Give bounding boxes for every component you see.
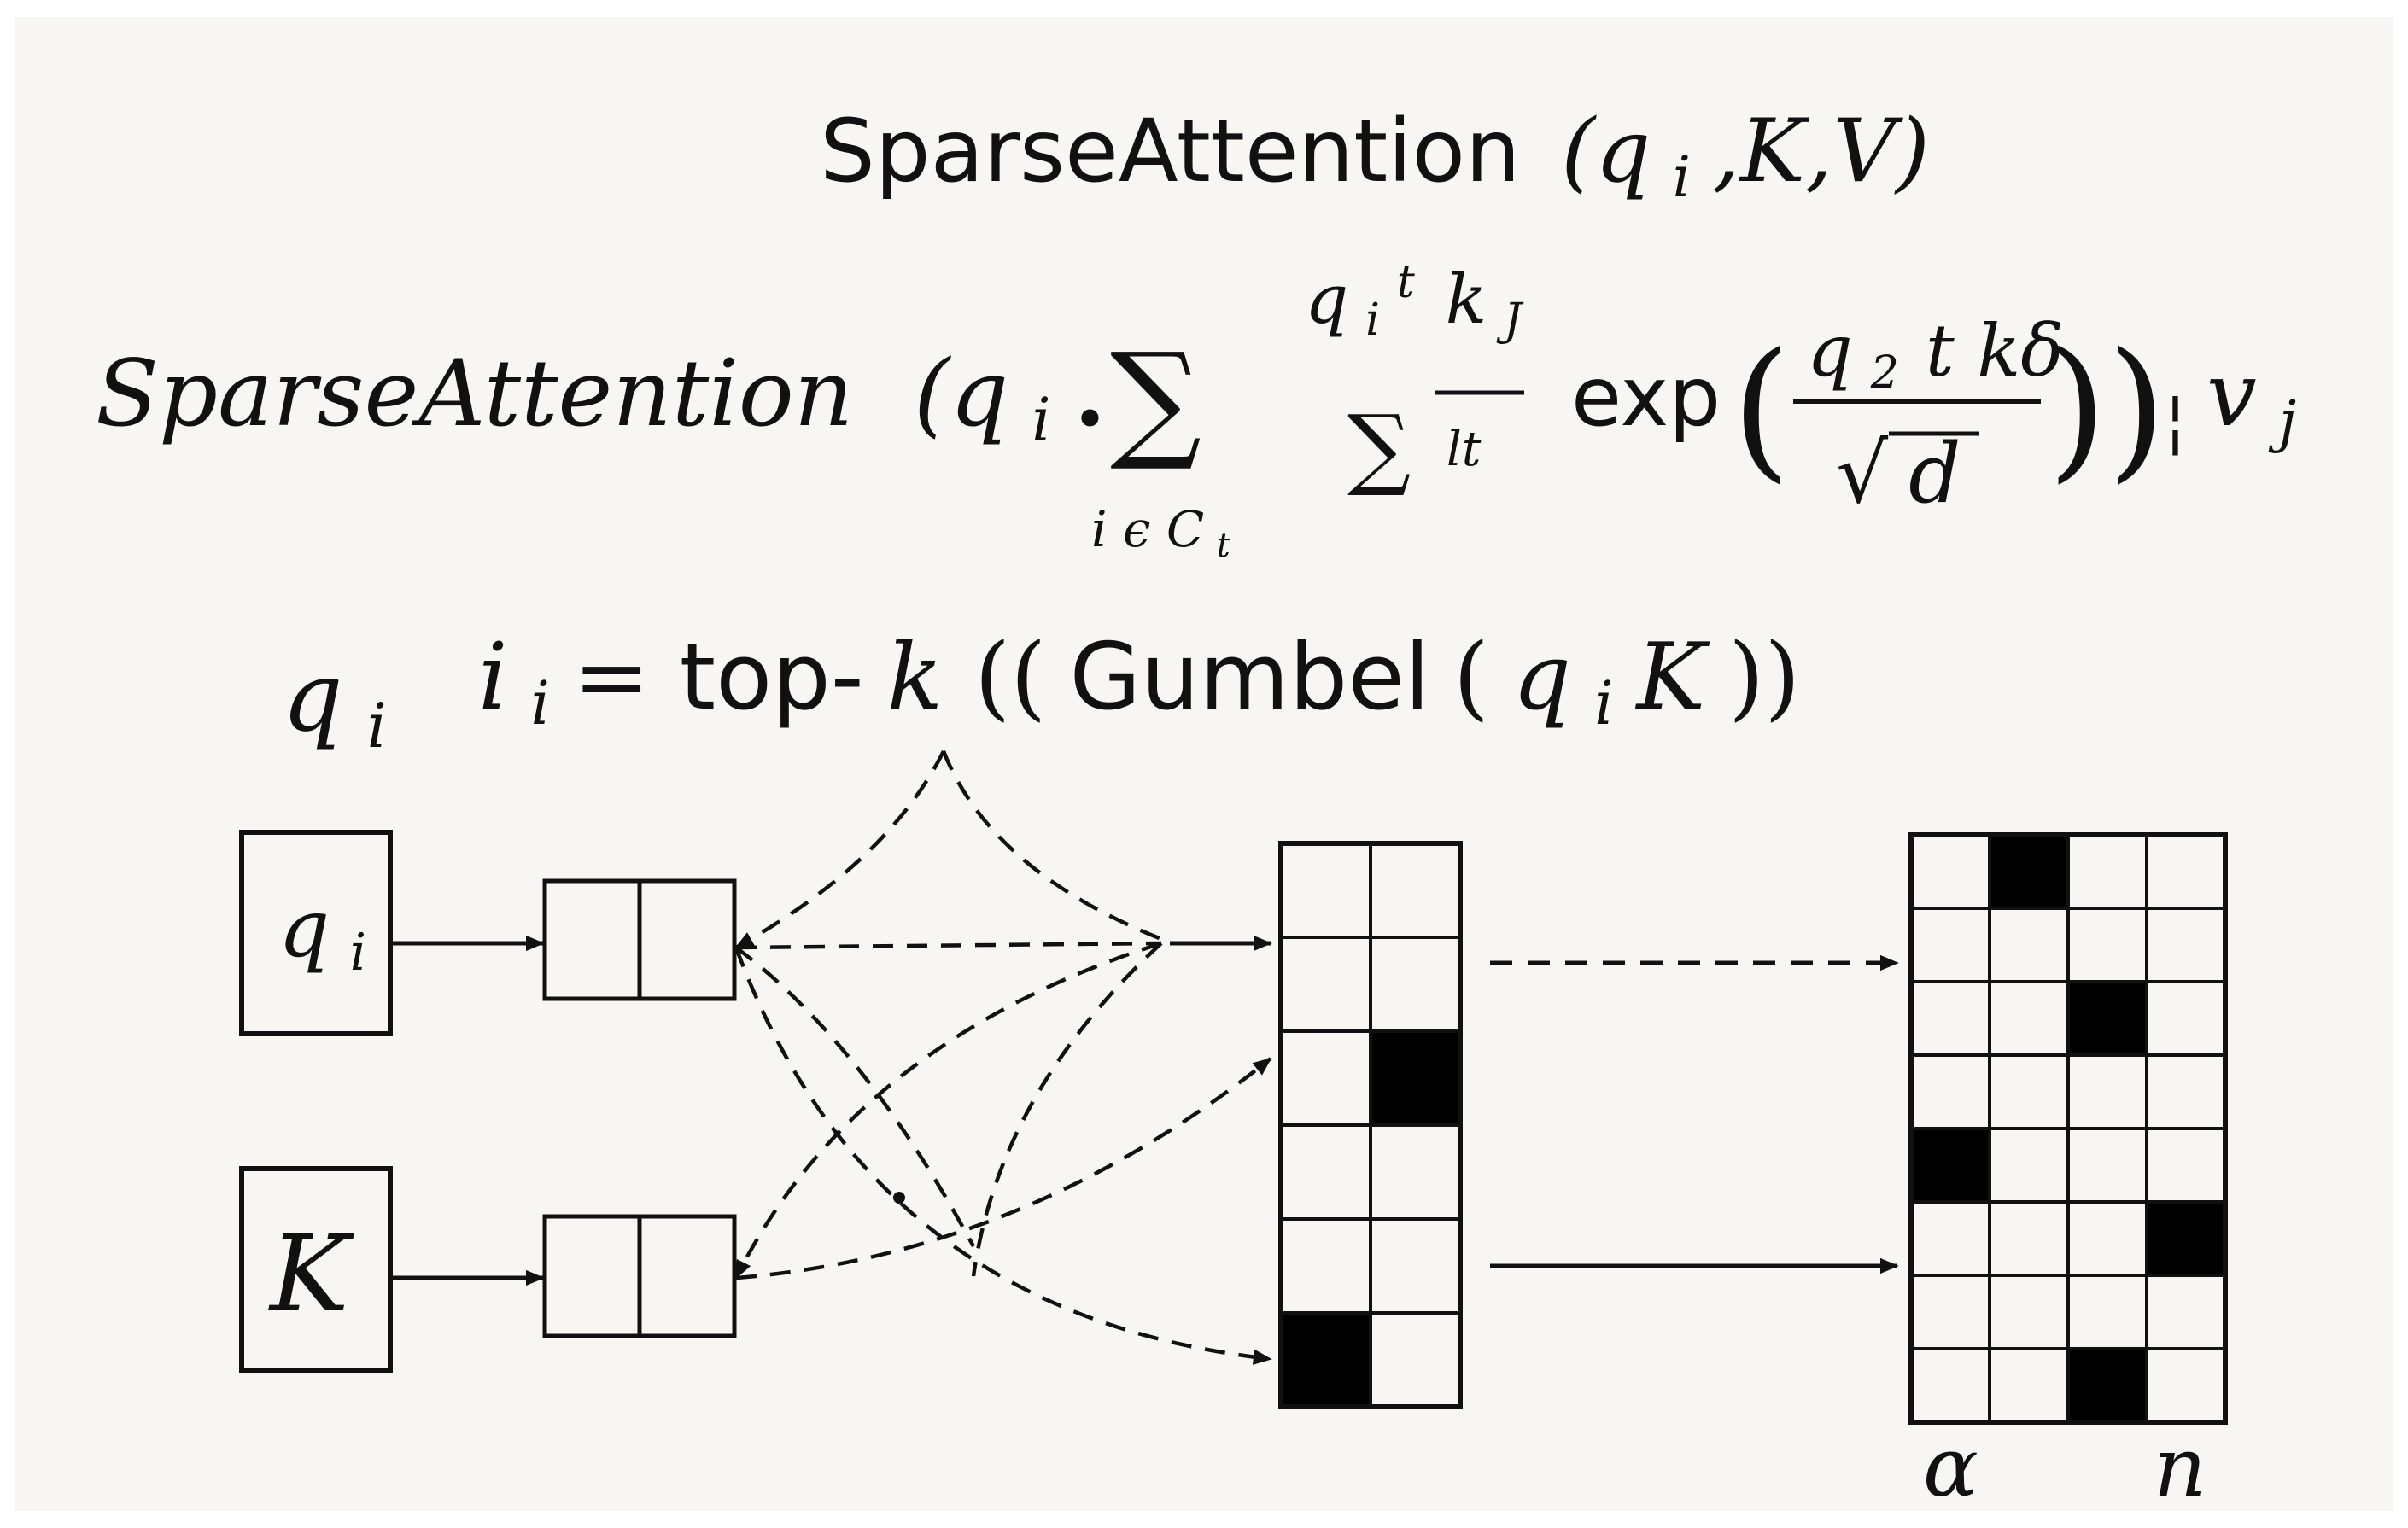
frac-num-sub: i bbox=[1365, 295, 1380, 346]
topk-lhs: i bbox=[478, 624, 508, 731]
qi-above-letter: q bbox=[282, 642, 343, 753]
right-grid-filled-cell bbox=[1909, 1127, 1991, 1204]
k-box-label: K bbox=[268, 1213, 354, 1336]
frac-num-sup: t bbox=[1397, 257, 1415, 308]
route-qi-vector-to-merge bbox=[735, 941, 1162, 950]
inner-num: q bbox=[1807, 309, 1853, 393]
qi-above-sub: i bbox=[367, 690, 387, 761]
formula-open-sub: i bbox=[1032, 385, 1050, 455]
inner-den-radical: √ bbox=[1836, 426, 1889, 522]
right-grid-filled-cell bbox=[1988, 833, 2070, 910]
route-topk-to-qi-vector bbox=[734, 749, 946, 949]
qi-box-label: q i bbox=[278, 883, 366, 983]
topk-k: k bbox=[887, 624, 943, 731]
k-input-box bbox=[239, 1166, 393, 1373]
frac-num-rest: k bbox=[1446, 260, 1487, 339]
qi-input-box bbox=[239, 830, 393, 1036]
background-panel bbox=[15, 17, 2393, 1511]
inner-numerator: q 2 t kδ bbox=[1807, 309, 2064, 404]
sum-symbol: ∑ bbox=[1110, 326, 1201, 475]
bottom-label-alpha: α bbox=[1923, 1420, 1978, 1515]
right-grid-filled-cell bbox=[2066, 980, 2148, 1057]
route-merge-to-k-vector bbox=[734, 941, 1162, 1280]
topk-gumbel: Gumbel bbox=[1069, 624, 1429, 731]
route-qi-vector-cross-down bbox=[734, 946, 975, 1248]
formula-dot: . bbox=[1074, 340, 1107, 447]
inner-den: d bbox=[1908, 426, 1961, 522]
inner-denominator: √ d bbox=[1836, 426, 1961, 522]
right-attention-grid bbox=[1908, 832, 2228, 1425]
formula-open: (q bbox=[914, 341, 1008, 447]
inner-num-sub: 2 bbox=[1870, 347, 1899, 399]
title-args-rest: ,K,V) bbox=[1712, 101, 1930, 202]
route-qi-vector-to-grid-bottom bbox=[734, 947, 1272, 1365]
fraction-numerator: q i t k J bbox=[1305, 237, 1524, 350]
topk-close: )) bbox=[1728, 624, 1800, 731]
bottom-label-n: n bbox=[2154, 1420, 2206, 1515]
middle-grid-frame bbox=[1278, 841, 1463, 1409]
middle-grid-filled-cell bbox=[1279, 1311, 1372, 1408]
title-name: SparseAttention bbox=[820, 101, 1521, 202]
topk-K: K bbox=[1634, 624, 1710, 731]
formula-v-sub: j bbox=[2268, 388, 2296, 454]
fraction-denominator-sum: ∑ bbox=[1347, 395, 1411, 499]
topk-q-sub: i bbox=[1594, 668, 1613, 738]
qi-label-above: q i bbox=[282, 642, 387, 761]
qi-vector bbox=[542, 878, 737, 1001]
dashed-routing bbox=[734, 749, 1272, 1365]
route-k-vector-to-grid-mid bbox=[735, 1057, 1272, 1280]
right-grid-filled-cell bbox=[2066, 1347, 2148, 1424]
sparse-attention-formula: SparseAttention (q i . ∑ i ϵ C t q i t k… bbox=[96, 237, 2296, 565]
sum-lower-sub: t bbox=[1217, 526, 1231, 565]
formula-v: v j bbox=[2206, 342, 2296, 454]
fraction-denominator-text: lt bbox=[1447, 422, 1482, 477]
exp-open-paren: ( bbox=[1732, 320, 1791, 497]
crossing-dot bbox=[893, 1192, 905, 1204]
topk-eq: = bbox=[573, 624, 680, 731]
exp-label: exp bbox=[1571, 349, 1721, 445]
formula-v-letter: v bbox=[2206, 342, 2257, 446]
formula-name: SparseAttention bbox=[96, 341, 853, 447]
qi-box-letter: q bbox=[278, 883, 330, 976]
middle-score-grid bbox=[1278, 841, 1463, 1409]
inner-num-rest: t kδ bbox=[1926, 309, 2064, 393]
topk-open: (( bbox=[974, 624, 1046, 731]
sum-lower: i ϵ C bbox=[1091, 500, 1204, 558]
right-grid-frame bbox=[1908, 832, 2228, 1425]
topk-paren-open: ( bbox=[1453, 624, 1489, 731]
topk-formula: i i = top- k (( Gumbel ( q i K )) bbox=[478, 624, 1800, 744]
formula-open-group: (q i . bbox=[914, 340, 1106, 461]
topk-fn: top- bbox=[680, 624, 864, 731]
title-args-sub: i bbox=[1673, 144, 1691, 210]
middle-grid-filled-cell bbox=[1369, 1029, 1462, 1127]
formula-tail-mark: ¦ bbox=[2164, 381, 2187, 460]
topk-lhs-sub: i bbox=[531, 668, 550, 738]
title-args: (q bbox=[1561, 101, 1651, 202]
right-grid-filled-cell bbox=[2145, 1200, 2227, 1277]
frac-num: q bbox=[1305, 260, 1348, 339]
sum-lower-group: i ϵ C t bbox=[1091, 500, 1231, 565]
topk-q: q bbox=[1512, 624, 1571, 731]
route-topk-to-merge bbox=[941, 750, 1162, 942]
qi-box-sub: i bbox=[350, 923, 366, 983]
formula-close: )) bbox=[2048, 320, 2166, 497]
diagram-title: SparseAttention (q i ,K,V) bbox=[820, 101, 1930, 216]
k-vector bbox=[542, 1214, 737, 1338]
